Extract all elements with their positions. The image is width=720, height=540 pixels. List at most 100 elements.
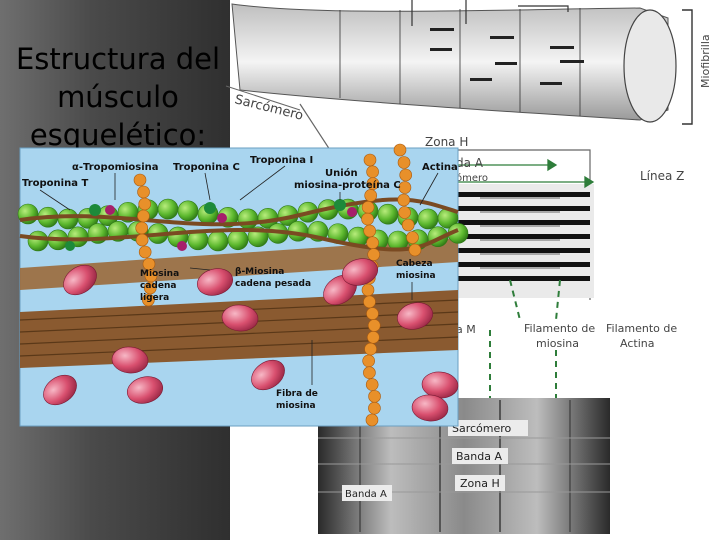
label-myosin-fiber-1: Fibra de [276, 389, 318, 399]
orange-bead [362, 354, 375, 368]
orange-bead [366, 307, 379, 320]
orange-bead [397, 156, 411, 169]
actin-bead [177, 200, 199, 222]
myofibril-cross-section [623, 9, 677, 123]
actin-bead [417, 208, 439, 230]
myosin-filament-label-1: Filamento de [524, 322, 595, 335]
micrograph-zone-h-label: Zona H [460, 477, 500, 490]
title-line-2: músculo [57, 80, 179, 114]
filaments [440, 192, 590, 281]
orange-bead [363, 366, 376, 380]
label-myosin-light-3: ligera [140, 293, 169, 303]
label-myosin-head-1: Cabeza [396, 259, 433, 269]
actin-filament-label-1: Filamento de [606, 322, 677, 335]
micrograph-sarcomere-label: Sarcómero [452, 422, 512, 435]
myosin-filament-label-2: miosina [536, 337, 579, 350]
orange-bead [397, 193, 411, 207]
myosin-head [221, 304, 259, 332]
sarcomere-diagonal-label: Sarcómero [233, 92, 305, 124]
orange-bead [399, 168, 413, 182]
orange-bead [398, 181, 412, 194]
band-a-partial-label: da A [456, 156, 484, 170]
label-troponin-i: Troponina I [250, 155, 313, 166]
orange-bead [142, 293, 155, 307]
label-myosin-head-2: miosina [396, 271, 436, 281]
myosin-head [341, 258, 379, 286]
orange-bead [364, 342, 377, 356]
troponin-complexes [65, 199, 357, 251]
orange-bead [142, 257, 156, 271]
orange-bead [135, 221, 149, 235]
orange-bead [138, 245, 152, 259]
orange-bead [361, 283, 375, 297]
orange-bead [364, 189, 377, 202]
orange-bead [406, 231, 419, 244]
zone-h-top-label: Zona H [425, 135, 468, 149]
actin-filament-label-2: Actina [620, 337, 654, 350]
orange-bead [393, 143, 407, 157]
myofibril-bundle [231, 0, 693, 125]
orange-bead [365, 378, 379, 391]
orange-bead [366, 236, 379, 250]
orange-bead [366, 165, 379, 179]
myosin-head [111, 346, 149, 374]
orange-bead [367, 319, 381, 332]
micrograph-band-a-label: Banda A [456, 450, 502, 463]
sarcomere-small-label: ómero [456, 172, 488, 184]
orange-bead [367, 248, 380, 261]
orange-bead [363, 295, 376, 309]
orange-bead [361, 200, 375, 214]
label-myosin-heavy-1: β-Miosina [235, 267, 284, 277]
tropomyosin-strand [19, 197, 459, 227]
micrograph-band-a-left-label: Banda A [345, 489, 387, 500]
orange-bead [363, 153, 377, 167]
myosin-head [43, 374, 77, 406]
label-leader-lines [39, 165, 439, 385]
orange-bead [363, 224, 377, 238]
myosin-heads [43, 258, 459, 422]
orange-bead [398, 206, 411, 219]
orange-bead [361, 212, 374, 226]
orange-bead [401, 218, 415, 232]
band-m-label: a M [456, 323, 476, 336]
orange-bead [137, 209, 150, 223]
label-myosin-heavy-2: cadena pesada [235, 279, 311, 289]
orange-bead [135, 233, 149, 247]
myosin-head [396, 302, 434, 330]
actin-bead [67, 226, 89, 248]
actin-bead [207, 230, 229, 252]
label-myosin-light-2: cadena [140, 281, 176, 291]
myosin-head [251, 359, 285, 391]
line-z-label: Línea Z [640, 169, 684, 183]
label-troponin-c: Troponina C [173, 162, 240, 173]
label-myosin-light-1: Miosina [140, 269, 179, 279]
actin-bead [377, 203, 399, 225]
label-union-1: Unión [325, 167, 358, 179]
connector-lines [489, 279, 561, 400]
label-alpha-tropomyosin: α-Tropomiosina [72, 162, 159, 173]
actin-bead [27, 230, 49, 252]
orange-bead [138, 197, 152, 211]
orange-bead [365, 413, 379, 427]
slide-title: Estructura del músculo esquelético: [6, 40, 230, 154]
protein-panel-bg [19, 147, 459, 427]
label-union-2: miosina-proteína C [294, 179, 401, 191]
myosin-head [126, 376, 164, 404]
orange-bead [137, 185, 150, 199]
myofibril-label: Miofibrilla [699, 34, 712, 88]
orange-bead [368, 401, 381, 415]
orange-bead [408, 243, 422, 257]
actin-bead [227, 229, 249, 251]
orange-bead [133, 173, 147, 187]
tropomyosin-strand [19, 227, 459, 252]
actin-bead [57, 208, 79, 230]
title-line-3: esquelético: [29, 118, 207, 152]
label-troponin-t: Troponina T [22, 178, 88, 189]
label-myosin-fiber-2: miosina [276, 401, 316, 411]
orange-bead [367, 330, 380, 344]
label-actin: Actina [422, 162, 458, 173]
orange-bead [368, 390, 381, 403]
myosin-head [411, 394, 449, 422]
title-line-1: Estructura del [15, 42, 221, 76]
